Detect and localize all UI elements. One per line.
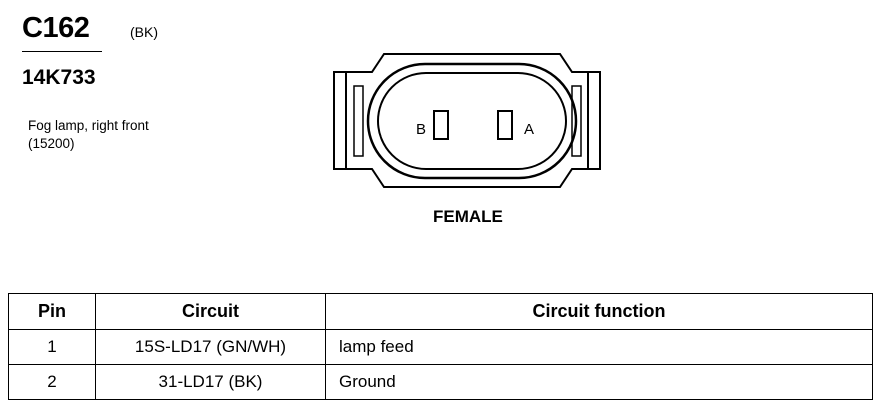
connector-gender-label: FEMALE	[433, 207, 503, 226]
connector-housing	[333, 53, 601, 188]
table-header-row: Pin Circuit Circuit function	[8, 293, 873, 330]
pin-cavity-a	[497, 110, 513, 140]
connector-id: C162	[22, 12, 90, 44]
connector-face-outer	[366, 62, 578, 180]
pin-cavity-b	[433, 110, 449, 140]
connector-color: (BK)	[130, 24, 158, 40]
right-latch-inner	[571, 85, 582, 157]
column-header-pin: Pin	[8, 293, 96, 330]
description-line: (15200)	[28, 136, 75, 151]
circuit-function-cell: lamp feed	[325, 329, 873, 365]
connector-face-inner	[377, 72, 567, 170]
part-number: 14K733	[22, 66, 96, 89]
circuit-cell: 15S-LD17 (GN/WH)	[95, 329, 326, 365]
description-line: Fog lamp, right front	[28, 118, 149, 133]
connector-description: Fog lamp, right front (15200)	[28, 117, 149, 153]
column-header-circuit: Circuit	[95, 293, 326, 330]
connector-face-diagram: B A	[333, 53, 601, 188]
left-latch-inner	[353, 85, 364, 157]
connector-id-underline	[22, 51, 102, 52]
circuit-function-cell: Ground	[325, 364, 873, 400]
pin-table: Pin Circuit Circuit function 1 15S-LD17 …	[8, 293, 873, 400]
pin-label-a: A	[524, 121, 534, 138]
pin-cell: 1	[8, 329, 96, 365]
column-header-circuit-function: Circuit function	[325, 293, 873, 330]
pin-label-b: B	[416, 121, 426, 138]
circuit-cell: 31-LD17 (BK)	[95, 364, 326, 400]
pin-cell: 2	[8, 364, 96, 400]
table-row: 2 31-LD17 (BK) Ground	[8, 364, 873, 400]
table-row: 1 15S-LD17 (GN/WH) lamp feed	[8, 329, 873, 365]
